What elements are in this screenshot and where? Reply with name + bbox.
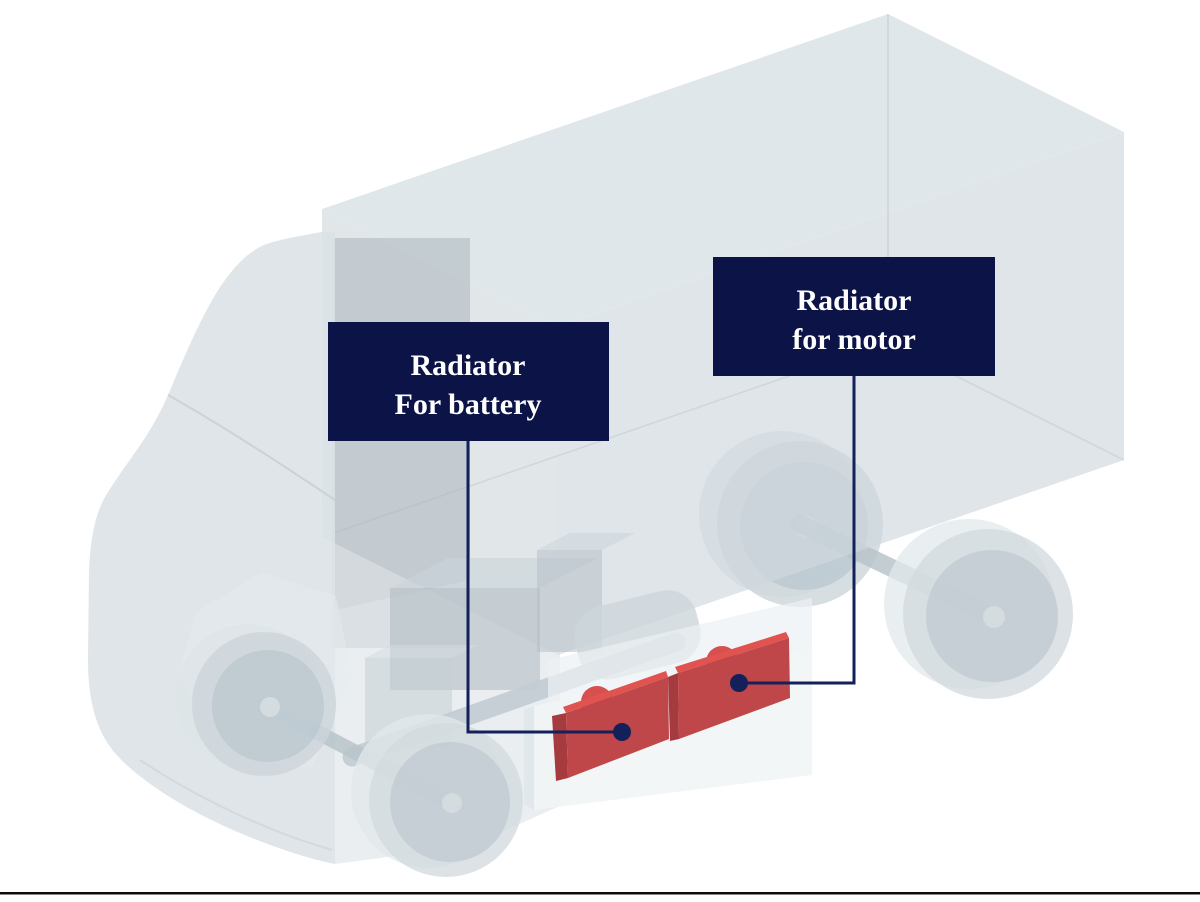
- battery-label-box: [328, 322, 609, 441]
- side-box-top: [365, 645, 478, 658]
- battery-radiator-top: [563, 671, 668, 713]
- motor-radiator-callout: Radiator for motor: [713, 257, 995, 376]
- front-near-wheel: [351, 714, 523, 877]
- rear-near-wheel: [884, 519, 1073, 699]
- wheel-hub: [983, 606, 1005, 628]
- battery-leader-dot: [613, 723, 631, 741]
- cargo-box-top-face: [322, 14, 1124, 327]
- motor-radiator-side: [668, 673, 679, 741]
- wheel-hub: [442, 793, 462, 813]
- motor-leader-dot: [730, 674, 748, 692]
- battery-radiator-side: [552, 713, 568, 781]
- motor-label-line2: for motor: [792, 323, 916, 356]
- motor-radiator-top: [675, 632, 789, 673]
- tray-back-wall: [548, 598, 812, 712]
- component-box-top: [537, 533, 635, 550]
- motor-label-box: [713, 257, 995, 376]
- bottom-divider: [0, 892, 1200, 895]
- front-far-wheel: [176, 624, 336, 776]
- battery-radiator-leader: [466, 441, 631, 741]
- motor-leader-line: [745, 376, 856, 685]
- battery-leader-line: [466, 441, 616, 734]
- motor-radiator-leader: [730, 376, 856, 692]
- battery-radiator-callout: Radiator For battery: [328, 322, 609, 441]
- tray-left-wall: [524, 706, 534, 810]
- motor-label-line1: Radiator: [797, 284, 912, 317]
- battery-label-line1: Radiator: [411, 349, 526, 382]
- wheel-hub: [260, 697, 280, 717]
- windshield-seam: [167, 394, 336, 501]
- battery-label-line2: For battery: [395, 388, 542, 421]
- bumper-seam: [139, 759, 333, 851]
